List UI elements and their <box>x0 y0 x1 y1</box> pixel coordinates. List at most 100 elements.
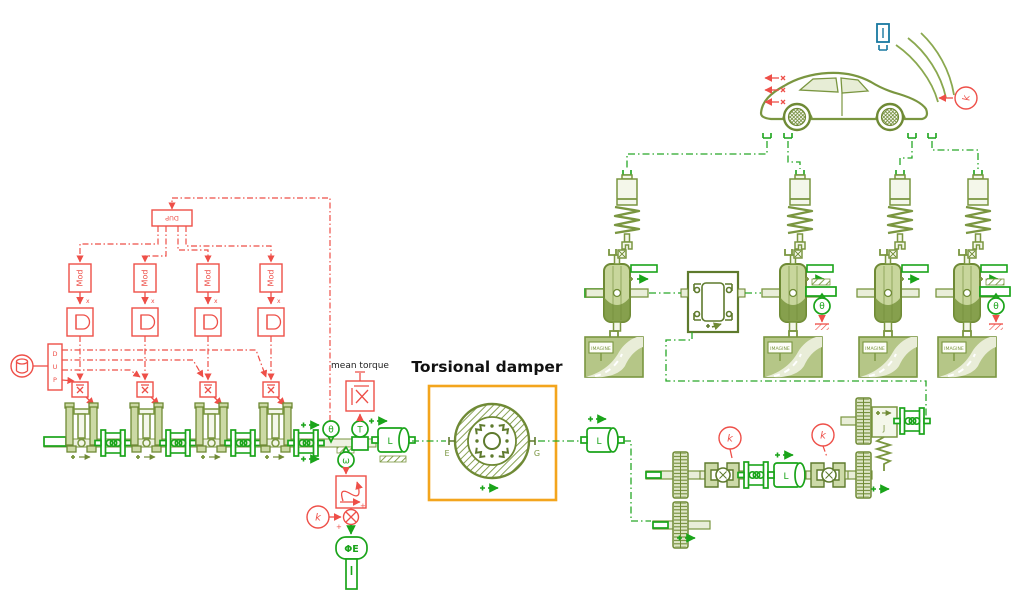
tire4-angle-sensor-mount <box>979 278 1011 297</box>
suspension-2[interactable] <box>786 168 814 251</box>
combustion-chamber-1[interactable] <box>66 307 94 337</box>
u-joint-2[interactable] <box>805 462 851 488</box>
piston-crank-3[interactable] <box>195 403 228 459</box>
torsional-damper-title: Torsional damper <box>411 358 563 376</box>
combustion-chamber-2[interactable] <box>131 307 159 337</box>
direction-arrow <box>871 487 889 492</box>
shaft-stub <box>645 471 662 479</box>
joint-inertia-block[interactable]: J <box>871 406 898 438</box>
torque-multiplier-1[interactable] <box>71 381 89 398</box>
k1-link <box>729 448 733 459</box>
joint-angle-source-2[interactable] <box>811 423 835 447</box>
axle-spring[interactable] <box>873 436 894 471</box>
svg-text:ω: ω <box>342 457 350 467</box>
torque-multiplier-3[interactable] <box>199 381 217 398</box>
svg-text:x: x <box>86 298 90 305</box>
direction-arrow <box>369 419 387 424</box>
mod-block-1[interactable] <box>68 263 92 293</box>
torsional-damper[interactable]: E G <box>444 402 540 491</box>
torque-multiplier-4[interactable] <box>262 381 280 398</box>
shaft-end-stub <box>43 436 67 447</box>
wheel-angle-sensor-4[interactable] <box>988 294 1004 330</box>
mean-value-block[interactable] <box>345 380 375 412</box>
differential-block[interactable] <box>680 270 746 334</box>
car-port-2[interactable] <box>783 132 793 139</box>
crank-spring-damper-4[interactable] <box>287 429 325 457</box>
svg-text:E: E <box>444 449 449 458</box>
driveline-inertia-2[interactable] <box>767 462 812 488</box>
dup-out-wire-4 <box>61 376 75 385</box>
piston-crank-1[interactable] <box>65 403 98 459</box>
svg-text:+: + <box>336 523 342 531</box>
car-port-3[interactable] <box>907 132 917 139</box>
piston-crank-4[interactable] <box>259 403 292 459</box>
combustion-signal-network: DUP x x x x D U P <box>10 197 331 421</box>
inertia-to-gear-wire <box>624 440 651 522</box>
road-block-1[interactable] <box>584 330 644 379</box>
svg-text:U: U <box>53 363 58 371</box>
crankshaft-assembly: θ ω T <box>43 403 416 469</box>
tire-1[interactable] <box>586 249 657 331</box>
signal-duplicator-top[interactable]: DUP <box>151 209 193 227</box>
speed-control-chain: + + ΦΕ <box>306 466 368 590</box>
svg-text:D: D <box>52 350 57 358</box>
road-block-4[interactable] <box>937 330 997 379</box>
svg-text:ΦΕ: ΦΕ <box>344 544 359 555</box>
suspension-wires <box>626 141 979 169</box>
crank-angle-sensor[interactable]: θ <box>322 420 340 444</box>
dup-out-wire-2 <box>62 359 204 378</box>
data-source[interactable] <box>10 354 34 378</box>
combustion-chamber-4[interactable] <box>257 307 285 337</box>
sum-junction[interactable]: + + <box>336 502 366 531</box>
road-block-3[interactable] <box>858 330 918 379</box>
reference-port[interactable] <box>876 23 890 51</box>
crank-spring-damper-3[interactable] <box>224 429 262 457</box>
gain-source-idle[interactable] <box>306 505 330 529</box>
torque-sensor[interactable]: T <box>351 420 369 451</box>
torque-multiplier-2[interactable] <box>136 381 154 398</box>
joint-angle-source-1[interactable] <box>718 426 742 450</box>
front-rim <box>787 107 807 127</box>
function-block[interactable] <box>335 475 367 509</box>
axle-gear-upper[interactable] <box>855 397 872 445</box>
wheel-angle-sensor-2[interactable] <box>814 294 830 330</box>
car-body-group <box>759 23 978 139</box>
engine-inertia[interactable] <box>371 427 416 453</box>
dup-to-mod3-wire <box>177 226 212 263</box>
suspension-4[interactable] <box>964 168 992 251</box>
aero-force-arrows <box>764 74 786 106</box>
signal-duplicator-left[interactable]: D U P <box>47 343 63 391</box>
crank-spring-damper-1[interactable] <box>94 429 132 457</box>
rear-spring-damper[interactable] <box>893 407 931 435</box>
car-windshield <box>798 77 839 93</box>
direction-arrow <box>301 423 319 428</box>
car-port-4[interactable] <box>927 132 937 139</box>
tire-3[interactable] <box>857 249 928 331</box>
direction-arrow <box>588 417 606 422</box>
transfer-gear-lower[interactable] <box>672 501 689 549</box>
suspension-1[interactable] <box>613 168 641 251</box>
mean-torque-chain: mean torque <box>331 361 389 422</box>
mod-block-3[interactable] <box>196 263 220 293</box>
driveline-inertia-1[interactable] <box>580 427 625 453</box>
rear-rim <box>880 107 900 127</box>
mod-block-2[interactable] <box>133 263 157 293</box>
motion-source-key[interactable]: ΦΕ <box>335 536 368 590</box>
highlight-box[interactable] <box>427 384 558 502</box>
suspension-3[interactable] <box>886 168 914 251</box>
mod-to-chamber-arrows: x x x x <box>76 292 281 305</box>
road-block-2[interactable] <box>763 330 823 379</box>
axle-gear-lower[interactable] <box>855 451 872 499</box>
svg-text:DUP: DUP <box>165 214 179 222</box>
wind-gain-source[interactable] <box>954 86 978 110</box>
dup-to-mod1-wire <box>76 226 159 263</box>
mod-block-4[interactable] <box>259 263 283 293</box>
svg-text:θ: θ <box>328 426 334 436</box>
car-port-1[interactable] <box>762 132 772 139</box>
crank-spring-damper-2[interactable] <box>159 429 197 457</box>
combustion-chamber-3[interactable] <box>194 307 222 337</box>
piston-crank-2[interactable] <box>130 403 163 459</box>
transfer-gear-upper[interactable] <box>672 451 689 499</box>
